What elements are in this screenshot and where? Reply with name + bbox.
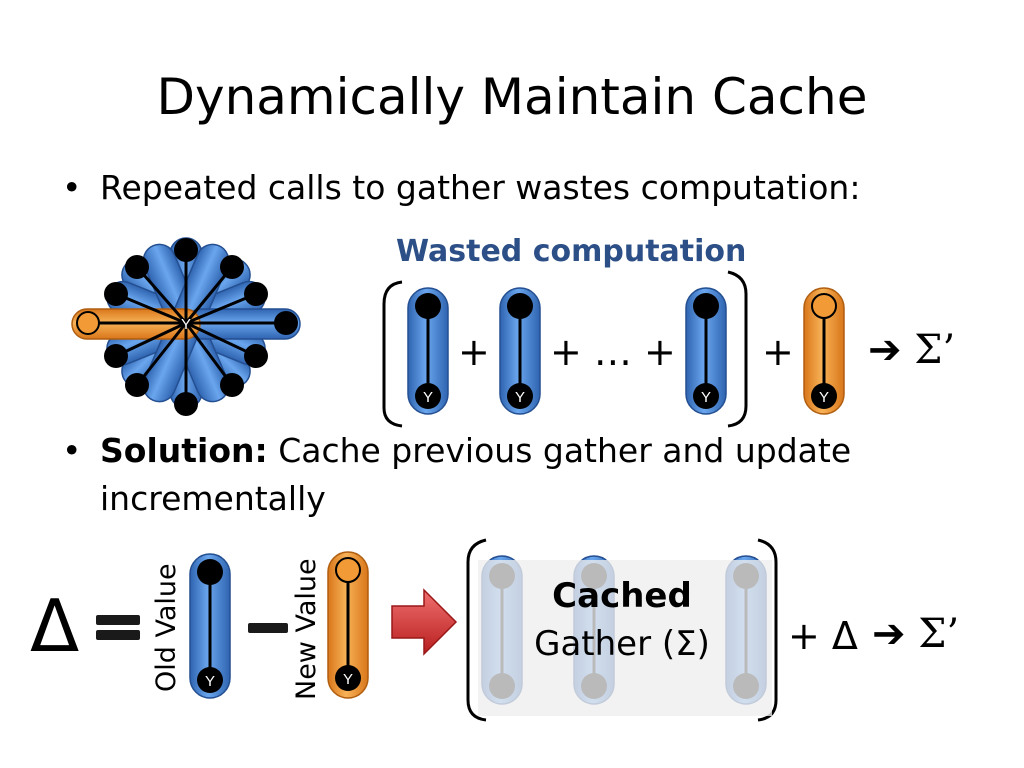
- arrow-sigma-prime-top: ➔ Σ’: [868, 327, 956, 373]
- right-paren-top: [727, 270, 748, 428]
- bullet-dot: •: [62, 168, 82, 207]
- edge-capsule-blue-1: Y: [407, 287, 449, 415]
- right-paren-bottom: [757, 538, 778, 722]
- edge-capsule-blue-2: Y: [499, 287, 541, 415]
- equals-sign: [96, 615, 140, 640]
- new-value-label: New Value: [291, 558, 322, 700]
- node-y-label: Y: [343, 671, 353, 688]
- old-value-label: Old Value: [151, 563, 182, 692]
- node-y-label: Y: [819, 389, 829, 406]
- old-value-capsule: Y: [189, 553, 231, 699]
- bullet-dot: •: [62, 431, 82, 470]
- top-row-capsules: Y Y Y Y: [407, 287, 845, 415]
- left-paren-bottom: [466, 538, 487, 722]
- edge-capsule-orange: Y: [803, 287, 845, 415]
- node-y-label: Y: [423, 389, 433, 406]
- plus-delta: + Δ: [788, 614, 858, 658]
- bullet-text: Repeated calls to gather wastes computat…: [100, 168, 861, 207]
- star-graph: Y: [71, 237, 301, 416]
- plus-operator-orange: +: [762, 330, 794, 374]
- slide-title: Dynamically Maintain Cache: [156, 68, 868, 126]
- node-y-label: Y: [205, 673, 215, 690]
- solution-label: Solution:: [100, 431, 268, 470]
- cached-gather-text: Cached Gather (Σ): [486, 572, 758, 668]
- solution-text-line2: incrementally: [100, 479, 326, 518]
- node-y-label: Y: [515, 389, 525, 406]
- plus-operator: +: [458, 330, 490, 374]
- node-y-label: Y: [701, 389, 711, 406]
- left-paren-top: [382, 280, 403, 428]
- bullet-solution: • Solution: Cache previous gather and up…: [62, 427, 960, 523]
- red-arrow-icon: [391, 588, 458, 656]
- star-edges: [88, 250, 286, 404]
- plus-ellipsis-operator: + … +: [550, 330, 676, 374]
- solution-text: Cache previous gather and update: [267, 431, 852, 470]
- wasted-computation-label: Wasted computation: [396, 234, 747, 269]
- bullet-wasted-computation: • Repeated calls to gather wastes comput…: [62, 164, 861, 212]
- delta-symbol: Δ: [30, 584, 80, 668]
- star-neighbor-nodes: [104, 238, 298, 416]
- star-orange-node: [76, 311, 100, 335]
- cached-gather-box: [478, 560, 772, 716]
- gather-label: Gather (Σ): [534, 624, 710, 664]
- edge-capsule-blue-3: Y: [685, 287, 727, 415]
- node-y-label: Y: [181, 316, 191, 333]
- new-value-capsule: Y: [327, 551, 369, 699]
- minus-sign: [248, 623, 288, 633]
- cached-label: Cached: [552, 576, 692, 616]
- arrow-sigma-prime-bottom: ➔ Σ’: [872, 611, 960, 657]
